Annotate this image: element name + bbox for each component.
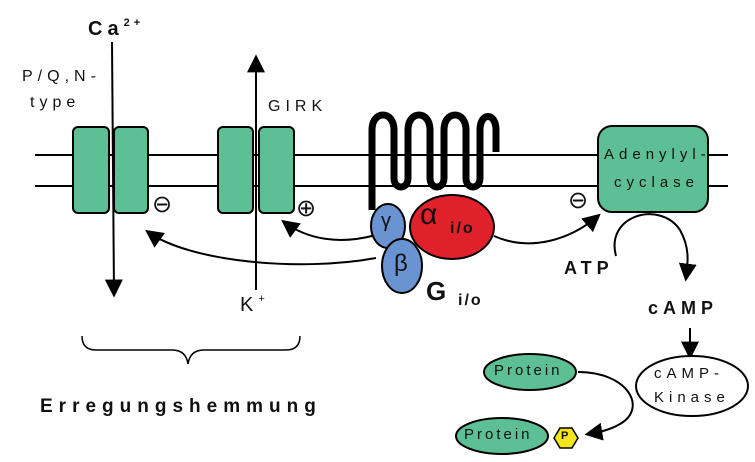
camp-kinase-line1: cAMP- — [654, 365, 724, 382]
receptor-7tm — [368, 111, 500, 210]
outcome-label: Erregungshemmung — [40, 396, 322, 417]
inhibition-arrow-to-calcium-channel — [145, 229, 377, 266]
phosphate-label: P — [561, 430, 569, 442]
gamma-symbol: γ — [381, 210, 391, 232]
protein-label: Protein — [494, 362, 563, 379]
potassium-label: K+ — [240, 293, 269, 316]
inhibition-arrow-to-adenylyl-cyclase — [493, 213, 601, 245]
adenylyl-cyclase-line2: cyclase — [614, 174, 700, 191]
camp-kinase-ellipse — [635, 355, 749, 417]
calcium-inhibition-sign: ⊖ — [152, 191, 173, 218]
girk-label: GIRK — [268, 98, 328, 115]
camp-label: cAMP — [648, 298, 719, 318]
phosphate-hexagon — [553, 427, 579, 449]
camp-kinase-line2: Kinase — [654, 389, 730, 406]
atp-to-camp-arrow — [613, 213, 697, 282]
g-protein-subscript: i/o — [458, 292, 483, 309]
phosphorylated-protein-ellipse — [455, 417, 549, 455]
beta-symbol: β — [394, 250, 408, 277]
adenylyl-cyclase-line1: Adenylyl- — [604, 146, 711, 163]
curly-brace — [81, 335, 301, 365]
girk-activation-sign: ⊕ — [296, 195, 317, 222]
pq-type-label-line2: type — [30, 94, 81, 111]
alpha-subscript: i/o — [450, 220, 475, 237]
calcium-influx-arrow — [104, 41, 123, 298]
protein-ellipse — [483, 353, 577, 391]
g-protein-name: G — [426, 276, 447, 306]
activation-arrow-to-girk — [281, 219, 373, 241]
pq-type-label-line1: P/Q,N- — [22, 68, 101, 85]
alpha-subunit — [409, 194, 495, 260]
atp-label: ATP — [564, 258, 614, 278]
phosphorylation-arrow — [577, 371, 634, 441]
adenylyl-cyclase-inhibition-sign: ⊖ — [568, 187, 589, 214]
calcium-label: Ca2+ — [88, 17, 145, 40]
girk-channel — [217, 126, 295, 214]
pq-type-calcium-channel — [72, 126, 149, 214]
beta-subunit — [381, 238, 423, 294]
alpha-symbol: α — [420, 198, 438, 231]
adenylyl-cyclase-box — [597, 125, 709, 213]
phosphorylated-protein-label: Protein — [464, 426, 533, 443]
